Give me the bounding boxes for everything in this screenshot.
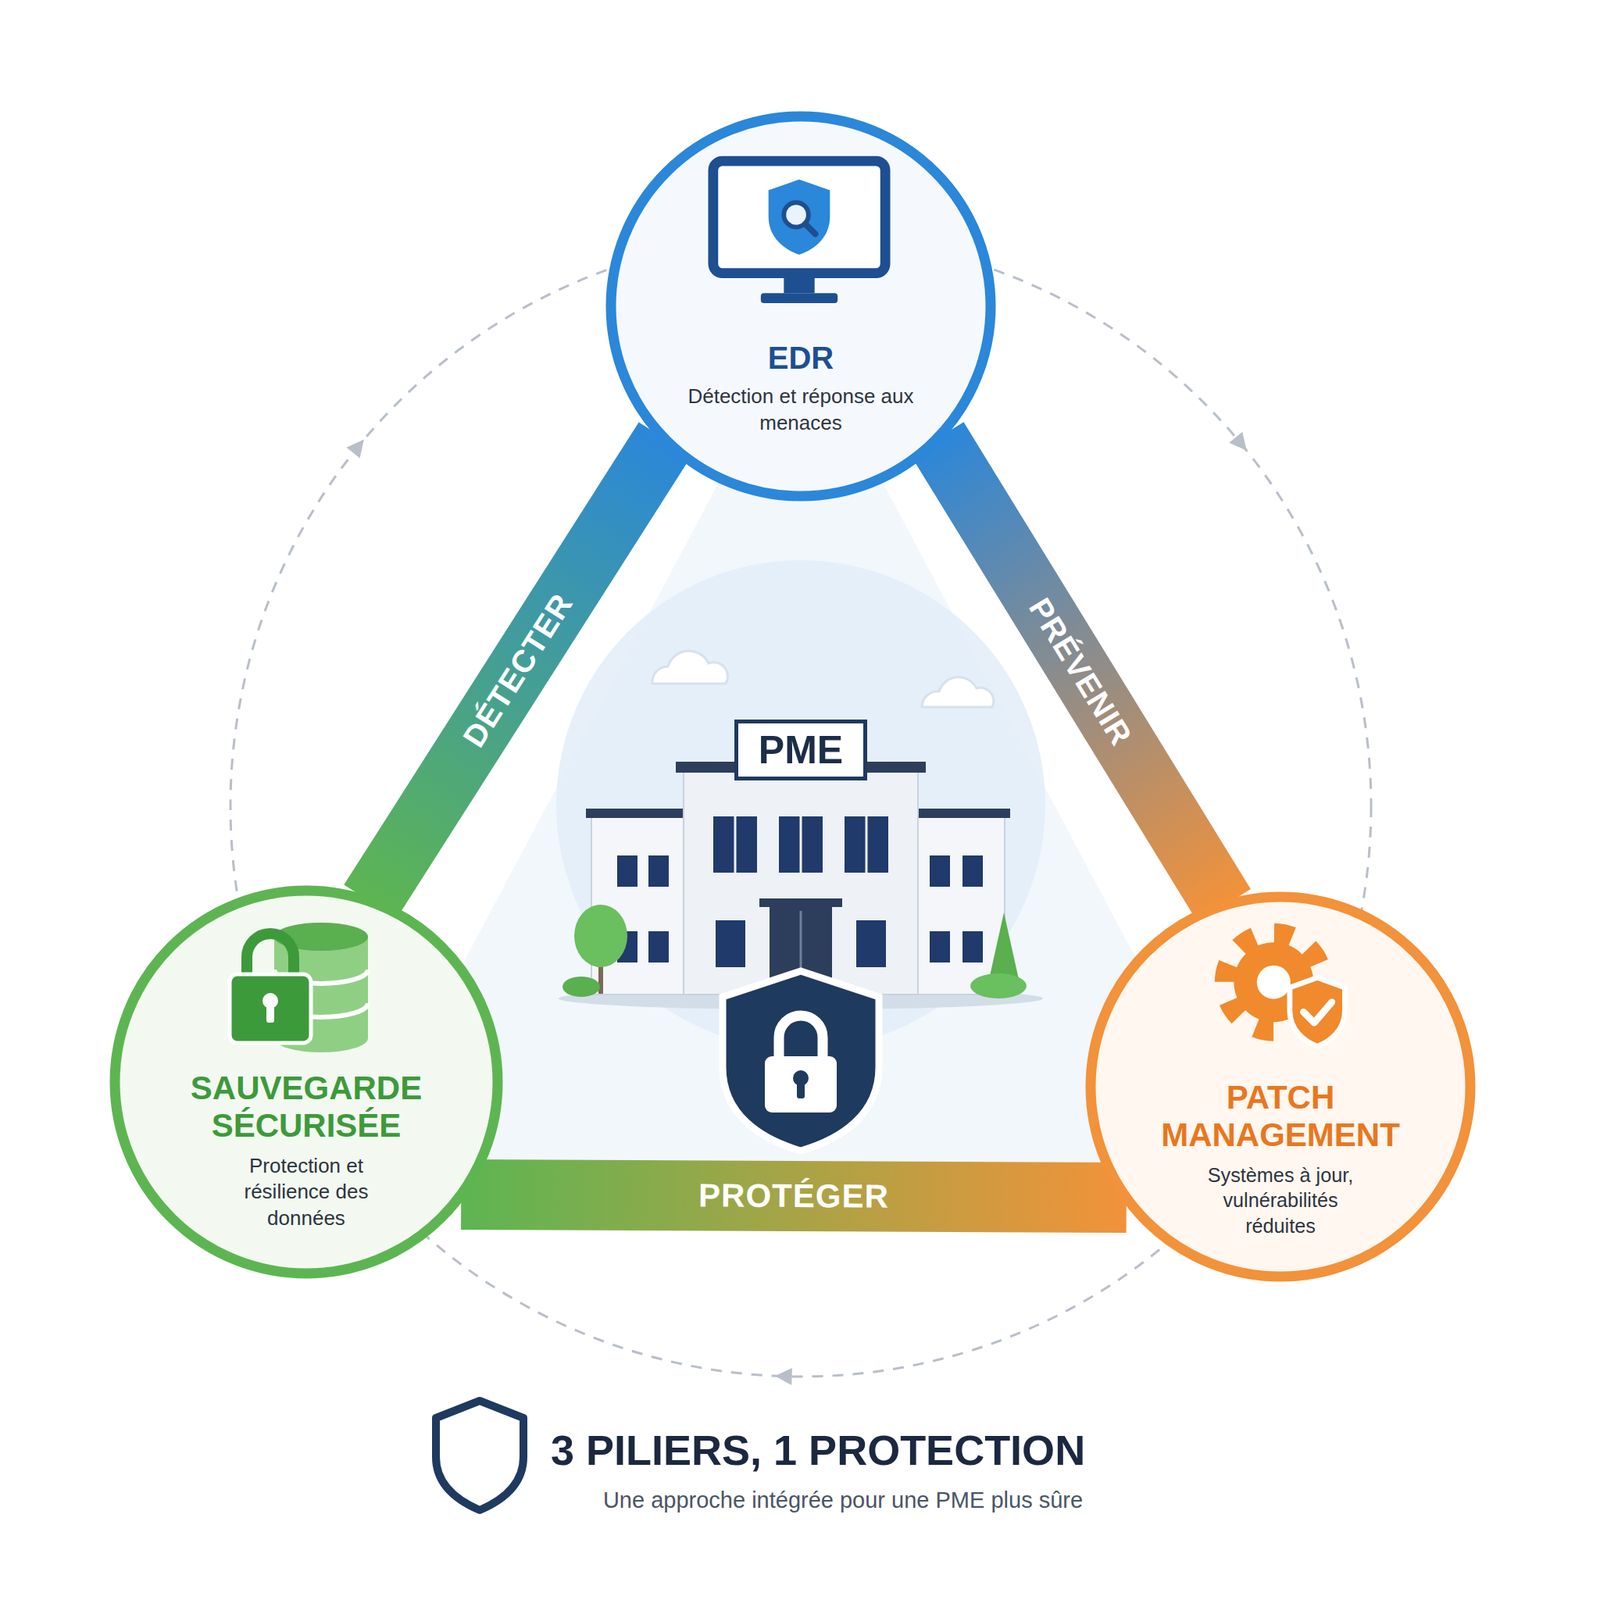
pillar-icon bbox=[229, 922, 368, 1053]
node-heading: PATCH MANAGEMENT bbox=[1139, 1078, 1422, 1155]
node-body: Systèmes à jour, vulnérabilités réduites bbox=[1189, 1162, 1373, 1240]
circle-outline bbox=[605, 110, 997, 502]
title-shield-icon bbox=[435, 1400, 524, 1511]
node-heading: SAUVEGARDE SÉCURISÉE bbox=[165, 1069, 447, 1146]
connector-band bbox=[370, 439, 665, 902]
patch-circle: PATCH MANAGEMENTSystèmes à jour, vulnéra… bbox=[1085, 891, 1476, 1283]
circle-border bbox=[610, 116, 991, 497]
connector-band bbox=[936, 438, 1224, 906]
diagram-caption: Une approche intégrée pour une PME plus … bbox=[603, 1487, 1083, 1514]
circle-border bbox=[1090, 896, 1471, 1277]
diagram-title: 3 PILIERS, 1 PROTECTION bbox=[550, 1425, 1086, 1475]
text-stack: SAUVEGARDE SÉCURISÉEProtection et résili… bbox=[109, 1069, 504, 1233]
node-body: Protection et résilience des données bbox=[224, 1153, 389, 1233]
text-stack: PATCH MANAGEMENTSystèmes à jour, vulnéra… bbox=[1085, 1078, 1476, 1240]
band-label: DÉTECTER bbox=[456, 587, 580, 754]
band-label: PROTÉGER bbox=[698, 1176, 890, 1215]
node-body: Détection et réponse aux menaces bbox=[683, 382, 918, 437]
circle-border bbox=[114, 890, 498, 1274]
node-heading: EDR bbox=[767, 339, 834, 377]
sign-text: PME bbox=[758, 726, 843, 774]
sign-box: PME bbox=[734, 719, 868, 781]
pillar-icon bbox=[1225, 932, 1346, 1047]
backup-circle: SAUVEGARDE SÉCURISÉEProtection et résili… bbox=[109, 885, 504, 1279]
band-label: PRÉVENIR bbox=[1021, 592, 1140, 753]
clouds bbox=[652, 650, 994, 708]
edr-circle: EDR Détection et réponse aux menaces bbox=[605, 110, 997, 502]
pillar-icon bbox=[713, 160, 886, 304]
center-shield bbox=[722, 971, 879, 1151]
text-stack: EDR Détection et réponse aux menaces bbox=[605, 339, 997, 437]
